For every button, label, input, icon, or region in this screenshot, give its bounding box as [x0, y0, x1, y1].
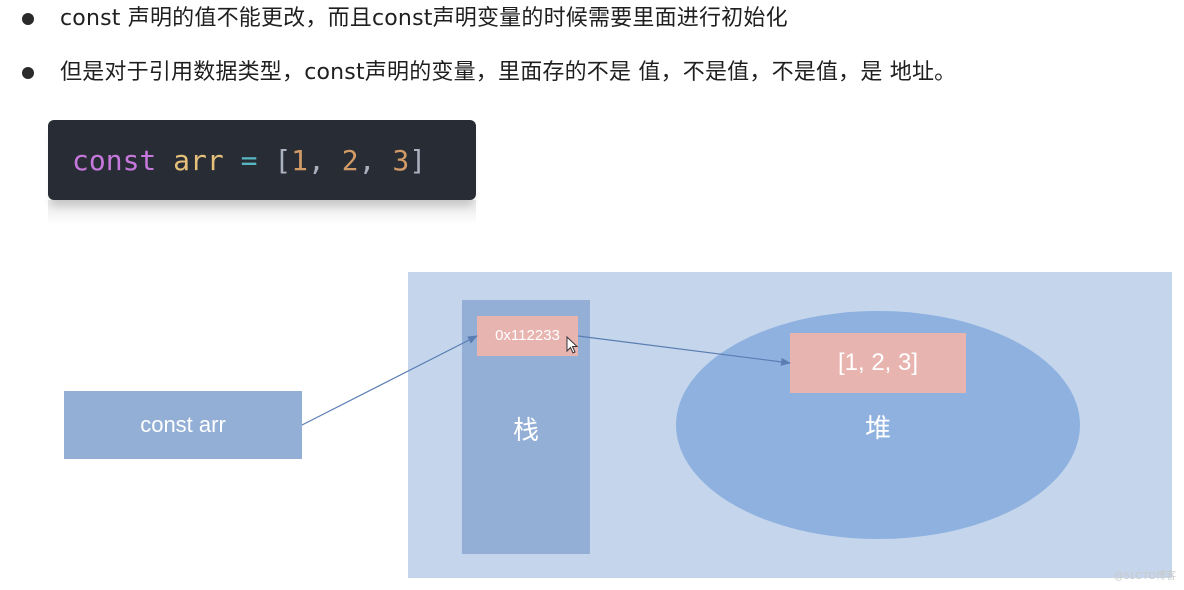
- variable-box: const arr: [64, 391, 302, 459]
- watermark: @51CTO博客: [1113, 571, 1176, 582]
- code-operator: =: [240, 143, 258, 177]
- code-number-3: 3: [392, 143, 410, 177]
- bullet-dot-icon: [22, 67, 34, 79]
- mouse-pointer-icon: [566, 336, 579, 354]
- bullet-text-2: 但是对于引用数据类型，const声明的变量，里面存的不是 值，不是值，不是值，是…: [60, 60, 957, 85]
- heap-value-box: [1, 2, 3]: [790, 333, 966, 393]
- bullet-item-1: const 声明的值不能更改，而且const声明变量的时候需要里面进行初始化: [22, 4, 788, 34]
- code-variable: arr: [173, 143, 224, 177]
- address-box: 0x112233: [477, 316, 578, 356]
- code-comma-1: ,: [308, 143, 325, 177]
- code-block-reflection: [48, 200, 476, 224]
- code-keyword: const: [72, 143, 157, 177]
- code-number-2: 2: [341, 143, 359, 177]
- bullet-item-2: 但是对于引用数据类型，const声明的变量，里面存的不是 值，不是值，不是值，是…: [22, 58, 956, 88]
- stack-label: 栈: [512, 416, 539, 446]
- code-comma-2: ,: [358, 143, 376, 177]
- bullet-dot-icon: [22, 13, 34, 25]
- code-close-bracket: ]: [409, 143, 427, 177]
- code-number-1: 1: [291, 143, 309, 177]
- code-block: const arr = [1, 2, 3]: [48, 120, 476, 200]
- bullet-text-1: const 声明的值不能更改，而且const声明变量的时候需要里面进行初始化: [60, 6, 788, 31]
- code-open-bracket: [: [274, 143, 292, 177]
- heap-label: 堆: [864, 414, 891, 444]
